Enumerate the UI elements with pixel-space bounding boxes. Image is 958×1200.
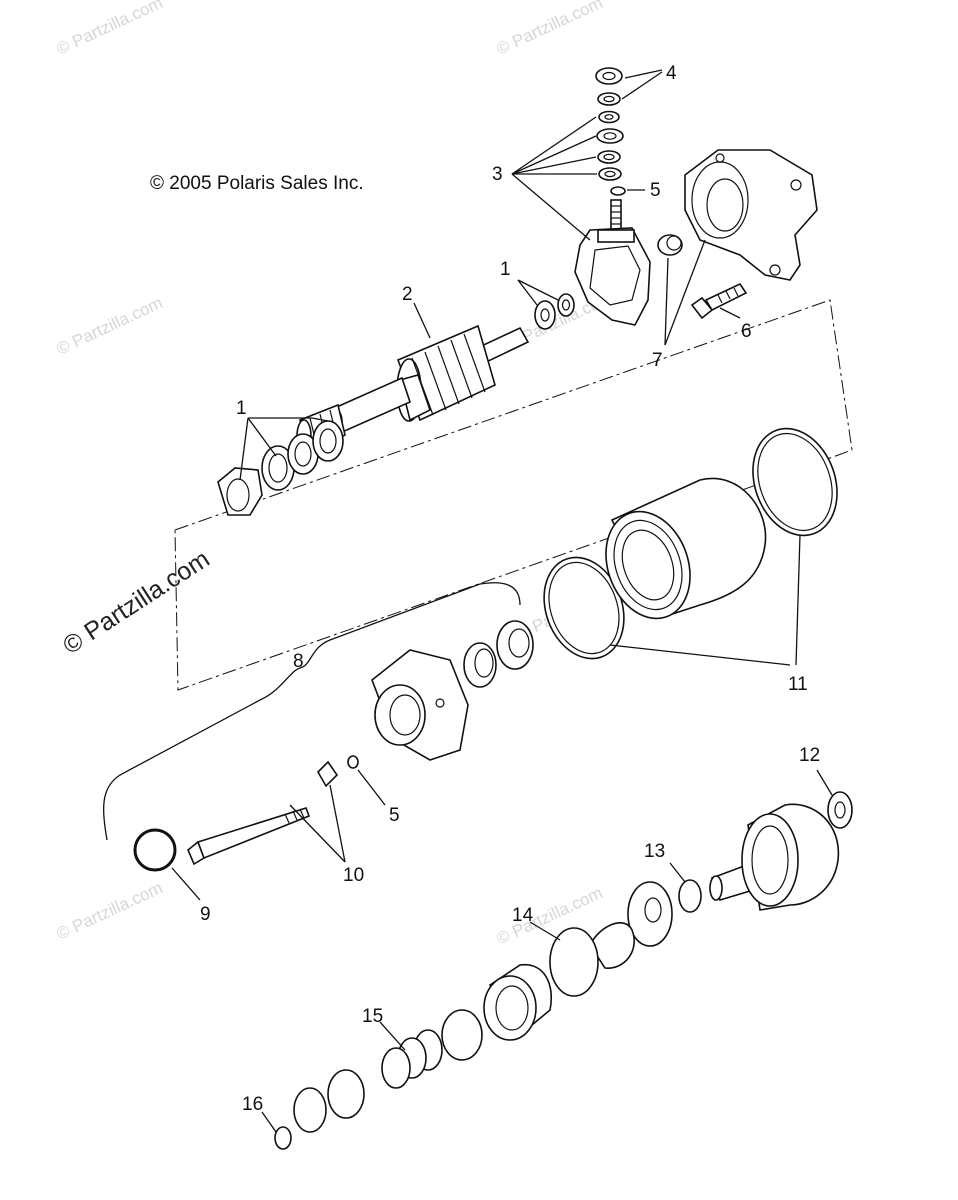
partzilla-watermark: © Partzilla.com bbox=[58, 545, 215, 660]
part-snap-ring bbox=[133, 828, 177, 872]
watermark: © Partzilla.com bbox=[54, 878, 166, 944]
callouts: 4 3 5 1 2 6 7 1 8 11 5 10 9 12 13 14 15 … bbox=[200, 63, 820, 1115]
callout-1: 1 bbox=[500, 259, 511, 280]
part-motor-housing bbox=[543, 427, 838, 660]
part-drive-housing bbox=[371, 649, 469, 761]
part-spring-cup bbox=[327, 1069, 365, 1119]
part-pinion-gear bbox=[483, 964, 552, 1041]
watermark: © Partzilla.com bbox=[54, 293, 166, 359]
callout-2: 2 bbox=[402, 284, 413, 305]
part-through-bolt bbox=[187, 760, 339, 866]
callout-16: 16 bbox=[242, 1094, 263, 1115]
watermark: © Partzilla.com bbox=[494, 0, 606, 59]
part-stop-collar bbox=[589, 881, 673, 969]
callout-4: 4 bbox=[666, 63, 677, 84]
callout-13: 13 bbox=[644, 841, 665, 862]
callout-8: 8 bbox=[293, 651, 304, 672]
part-spring bbox=[381, 1029, 443, 1089]
part-thrust-washers bbox=[534, 293, 575, 330]
watermark: © Partzilla.com bbox=[54, 0, 166, 59]
part-small-clip bbox=[274, 1126, 292, 1150]
part-bearings bbox=[463, 620, 534, 688]
part-o-ring bbox=[610, 186, 626, 196]
callout-12: 12 bbox=[799, 745, 820, 766]
part-nut bbox=[595, 67, 623, 85]
callout-6: 6 bbox=[741, 321, 752, 342]
callout-15: 15 bbox=[362, 1006, 383, 1027]
part-thrust-washers bbox=[217, 420, 344, 516]
part-pinion-shaft bbox=[709, 791, 853, 911]
callout-10: 10 bbox=[343, 865, 364, 886]
assembly-boundary-line bbox=[174, 299, 853, 691]
part-retainer-ring bbox=[549, 927, 599, 997]
part-end-cover bbox=[657, 149, 818, 281]
callout-7: 7 bbox=[652, 350, 663, 371]
callout-3: 3 bbox=[492, 164, 503, 185]
callout-5: 5 bbox=[650, 180, 661, 201]
copyright-notice: © 2005 Polaris Sales Inc. bbox=[150, 173, 364, 194]
part-bolt bbox=[690, 282, 748, 320]
part-o-ring bbox=[347, 755, 359, 769]
part-washer bbox=[293, 1087, 327, 1133]
callout-5: 5 bbox=[389, 805, 400, 826]
callout-1: 1 bbox=[236, 398, 247, 419]
callout-9: 9 bbox=[200, 904, 211, 925]
bracket-8 bbox=[103, 582, 521, 841]
part-sleeve bbox=[441, 1009, 483, 1061]
part-brush-holder bbox=[574, 199, 651, 326]
watermarks: © Partzilla.com © Partzilla.com © Partzi… bbox=[54, 0, 626, 949]
callout-11: 11 bbox=[788, 674, 808, 695]
part-washer-stack bbox=[596, 92, 624, 181]
part-circlip bbox=[678, 879, 702, 913]
callout-14: 14 bbox=[512, 905, 534, 926]
leader-lines bbox=[171, 69, 833, 1133]
